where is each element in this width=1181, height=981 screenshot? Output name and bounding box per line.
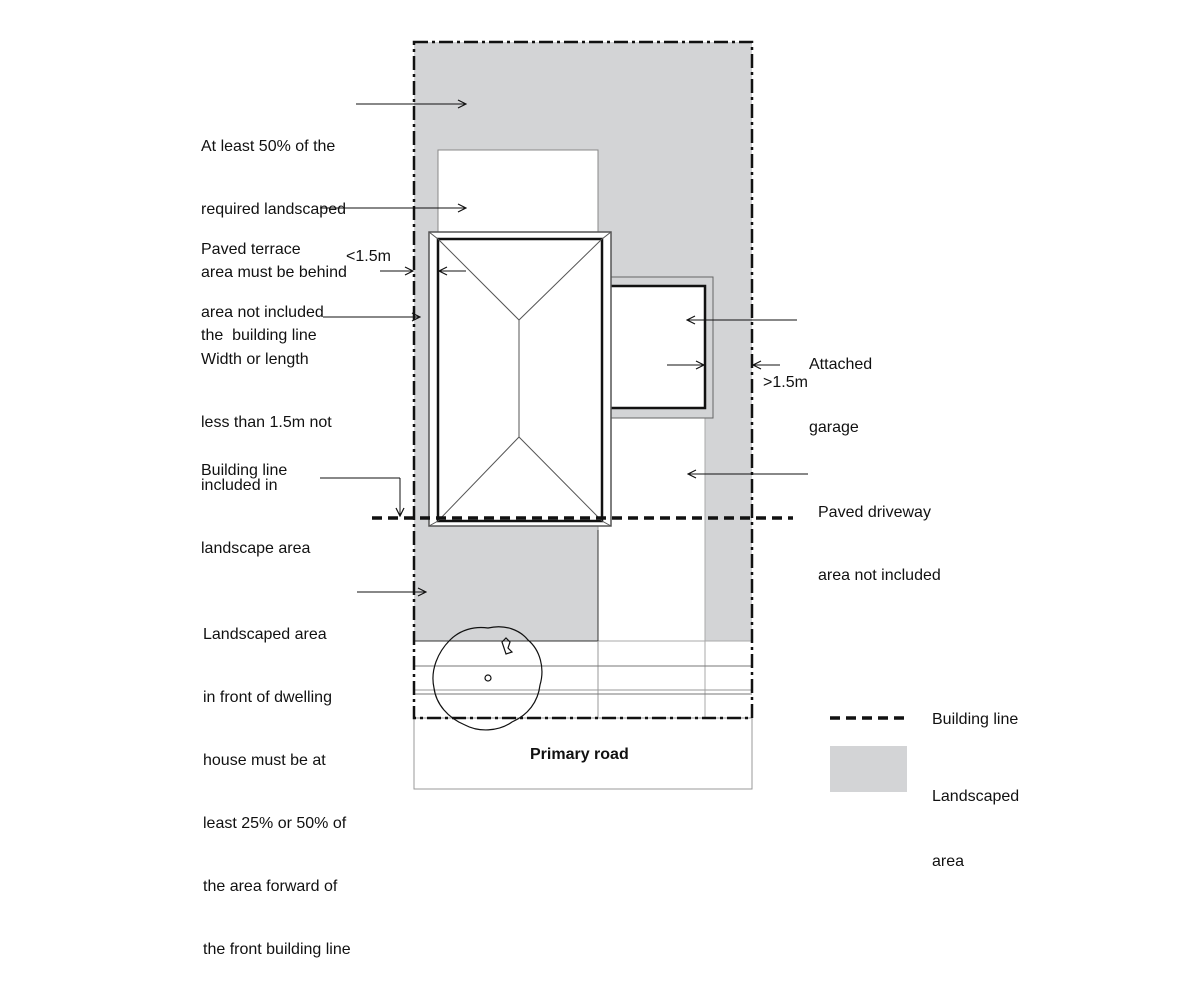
text-line: the building line — [201, 327, 317, 344]
text-line: less than 1.5m not — [201, 414, 332, 431]
house — [436, 237, 604, 523]
text-line: required landscaped — [201, 201, 346, 218]
legend-landscaped-swatch — [830, 746, 907, 792]
tree-icon — [432, 626, 543, 731]
label-attached-garage: Attached garage — [809, 312, 872, 459]
legend-landscaped-label: Landscaped area — [932, 744, 1019, 893]
text-line: area not included — [818, 567, 941, 584]
label-greater-than-1-5m: >1.5m — [763, 374, 808, 391]
label-less-than-1-5m: <1.5m — [346, 248, 391, 265]
label-paved-driveway: Paved driveway area not included — [818, 460, 941, 607]
text-line: in front of dwelling — [203, 689, 332, 706]
site-plan-diagram — [320, 40, 907, 792]
text-line: Paved driveway — [818, 504, 931, 521]
front-strip — [414, 641, 752, 718]
text-line: area not included — [201, 304, 324, 321]
label-landscaped-front: Landscaped area in front of dwelling hou… — [203, 582, 351, 981]
roof-lines — [428, 231, 612, 527]
text-line: area must be behind — [201, 264, 347, 281]
text-line: house must be at — [203, 752, 326, 769]
label-paved-terrace: Paved terrace area not included — [201, 197, 324, 344]
garage — [596, 284, 707, 410]
text-line: area — [932, 853, 965, 870]
label-landscaped-behind: At least 50% of the required landscaped … — [201, 94, 347, 367]
text-line: Paved terrace — [201, 241, 301, 258]
annotation-arrows — [320, 104, 808, 592]
text-line: included in — [201, 477, 278, 494]
legend-building-line-label: Building line — [932, 711, 1019, 728]
text-line: Landscaped — [932, 788, 1020, 805]
text-line: At least 50% of the — [201, 138, 336, 155]
paved-terrace — [437, 149, 599, 233]
text-line: Landscaped area — [203, 626, 327, 643]
text-line: Attached — [809, 356, 873, 373]
text-line: Width or length — [201, 351, 309, 368]
text-line: landscape area — [201, 540, 311, 557]
text-line: least 25% or 50% of — [203, 815, 347, 832]
label-building-line: Building line — [201, 462, 288, 479]
lot-boundary — [412, 40, 754, 720]
text-line: the area forward of — [203, 878, 338, 895]
text-line: the front building line — [203, 941, 351, 958]
label-width-length: Width or length less than 1.5m not inclu… — [201, 307, 332, 580]
text-line: garage — [809, 419, 859, 436]
label-primary-road: Primary road — [530, 746, 629, 763]
